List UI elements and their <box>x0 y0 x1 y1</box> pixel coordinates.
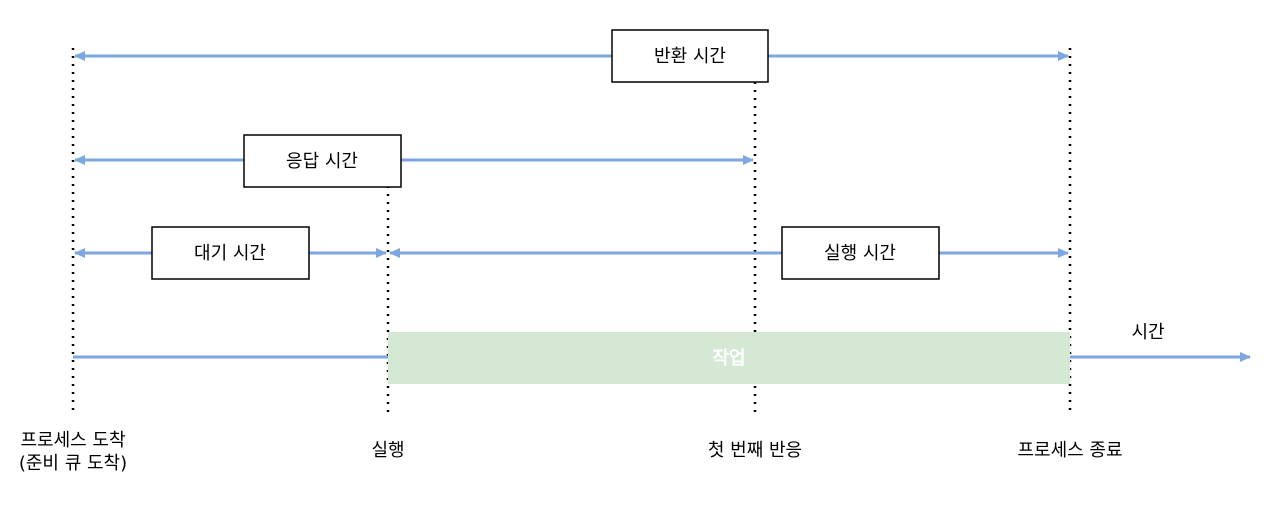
waiting-label: 대기 시간 <box>194 243 266 264</box>
turnaround-label: 반환 시간 <box>654 46 726 67</box>
run-label: 실행 <box>371 440 404 461</box>
first-response-label: 첫 번째 반응 <box>708 440 802 461</box>
response-label: 응답 시간 <box>286 151 358 172</box>
work-bar <box>388 332 1070 384</box>
execution-box <box>781 226 940 280</box>
time-axis-label: 시간 <box>1131 322 1164 343</box>
response-box <box>243 134 402 188</box>
arrival-label-line2: (준비 큐 도착) <box>19 453 127 474</box>
arrival-label-line1: 프로세스 도착 <box>20 430 125 451</box>
turnaround-box <box>611 29 769 83</box>
work-label: 작업 <box>712 348 745 369</box>
waiting-box <box>151 226 310 280</box>
execution-label: 실행 시간 <box>824 243 896 264</box>
termination-label: 프로세스 종료 <box>1017 440 1122 461</box>
